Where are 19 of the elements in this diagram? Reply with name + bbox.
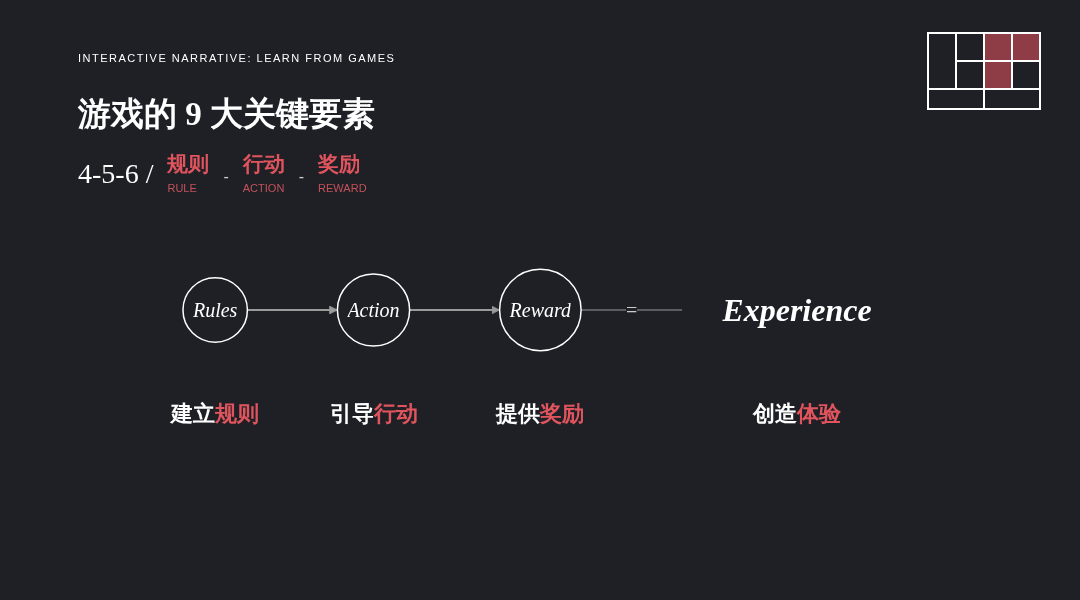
english-label: REWARD [318,182,367,194]
dash-separator: - [298,168,305,186]
node-text: Experience [722,292,872,328]
keyword-label: 规则 [167,151,210,177]
caption-text: 创造体验 [752,401,841,426]
keyword-label: 行动 [242,151,285,177]
subtitle-number: 4-5-6 / [78,158,154,190]
english-label: ACTION [242,182,285,194]
title: 游戏的 9 大关键要素 [78,95,375,134]
caption-text: 提供奖励 [496,401,584,426]
edge-label: = [625,299,638,321]
kicker-text: INTERACTIVE NARRATIVE: LEARN FROM GAMES [78,52,396,64]
english-label: RULE [167,182,197,194]
caption-text: 引导行动 [329,401,418,426]
caption-text: 建立规则 [170,401,259,426]
dash-separator: - [223,168,229,186]
keyword-label: 奖励 [318,151,361,177]
node-circle: Reward [498,268,582,352]
node-circle: Rules [181,277,248,343]
